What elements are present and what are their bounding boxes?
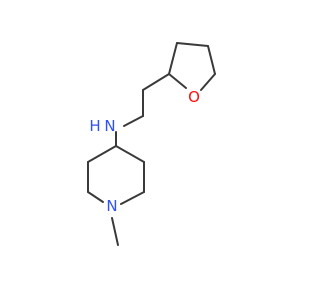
atom-label-o: O: [188, 88, 200, 106]
atom-label-n-amine: N: [104, 117, 115, 135]
bond-thf-c4-c3: [176, 42, 209, 47]
bond-thf-c5-c4: [207, 45, 216, 75]
bond-c4-c5: [115, 145, 145, 163]
atom-n-piperidine: N: [106, 197, 117, 215]
bond-thf-o-c5: [200, 73, 216, 91]
bond-c3-c4: [87, 145, 117, 163]
atom-labels: H N N O: [89, 88, 200, 215]
molecule-diagram: H N N O: [87, 42, 216, 246]
bond-thf-c2-o: [168, 73, 187, 89]
bond-methyl-n: [111, 217, 119, 246]
atom-label-n-ring: N: [106, 197, 117, 215]
bond-c6-n: [120, 191, 145, 205]
bonds: [87, 42, 216, 246]
bond-thf-c3-c2: [168, 42, 178, 75]
bond-nh-ch2: [123, 115, 144, 127]
bond-n-c2: [87, 191, 104, 203]
atom-label-h: H: [89, 117, 100, 135]
atom-o-thf: O: [188, 88, 200, 106]
bond-ch2-c2thf: [142, 73, 170, 91]
atom-nh: H N: [89, 117, 115, 135]
